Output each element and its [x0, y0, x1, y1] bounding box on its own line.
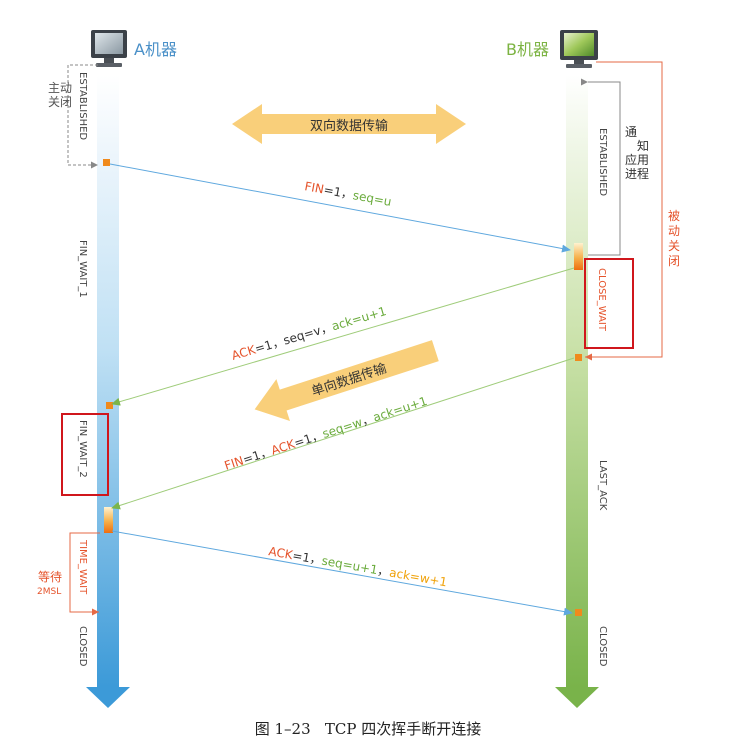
a-state-fin-wait-2: FIN_WAIT_2 [77, 420, 88, 478]
message-label-fin: FIN=1，seq=u [303, 179, 392, 209]
machine-b-computer-icon [560, 30, 598, 68]
notify-app-bracket [581, 78, 621, 256]
message-label-final-ack: ACK=1，seq=u+1，ack=w+1 [267, 544, 448, 589]
message-label-ack: ACK=1，seq=v，ack=u+1 [230, 304, 388, 363]
a-state-established: ESTABLISHED [77, 72, 88, 140]
time-wait-bracket [69, 532, 100, 616]
event-marker-b-send-fin [575, 354, 582, 361]
message-arrow-ack [111, 267, 575, 406]
active-close-note: 主 动 关 闭 [48, 81, 76, 109]
b-state-last-ack: LAST_ACK [597, 460, 608, 511]
event-marker-a-send-fin [103, 159, 110, 166]
message-label-fin-ack: FIN=1，ACK=1，seq=w，ack=u+1 [223, 394, 429, 473]
event-marker-a-recv-ack [106, 402, 113, 409]
machine-a-label: A机器 [134, 40, 177, 59]
highlight-fin-wait-2 [61, 413, 109, 496]
a-state-closed: CLOSED [77, 626, 88, 667]
figure-caption: 图 1–23 TCP 四次挥手断开连接 [255, 720, 482, 738]
b-close-wait-segment [574, 243, 583, 270]
notify-app-note: 通 知 应 用 进 程 [625, 125, 653, 181]
b-state-close-wait: CLOSE_WAIT [596, 268, 607, 332]
a-state-fin-wait-1: FIN_WAIT_1 [77, 240, 88, 298]
message-arrow-fin-ack [111, 357, 575, 510]
bidirectional-transfer-label: 双向数据传输 [310, 118, 388, 134]
event-marker-b-recv-ack [575, 609, 582, 616]
b-state-closed: CLOSED [597, 626, 608, 667]
message-arrow-fin [109, 163, 571, 253]
unidirectional-transfer-arrow [254, 340, 439, 422]
highlight-close-wait [584, 258, 634, 349]
timeline-b [555, 75, 599, 708]
wait-time-label: 2MSL [37, 587, 61, 597]
timeline-a [86, 75, 130, 708]
active-close-bracket [67, 64, 98, 169]
message-arrow-final-ack [111, 530, 573, 616]
a-state-time-wait: TIME_WAIT [77, 539, 88, 595]
machine-a-computer-icon [91, 30, 127, 67]
wait-label: 等待 [38, 570, 62, 584]
bidirectional-transfer-arrow [232, 104, 466, 144]
passive-close-note: 被 动 关 闭 [668, 209, 684, 268]
b-state-established: ESTABLISHED [597, 128, 608, 196]
a-time-wait-segment [104, 507, 113, 533]
machine-b-label: B机器 [506, 40, 549, 59]
passive-close-bracket [585, 61, 663, 361]
